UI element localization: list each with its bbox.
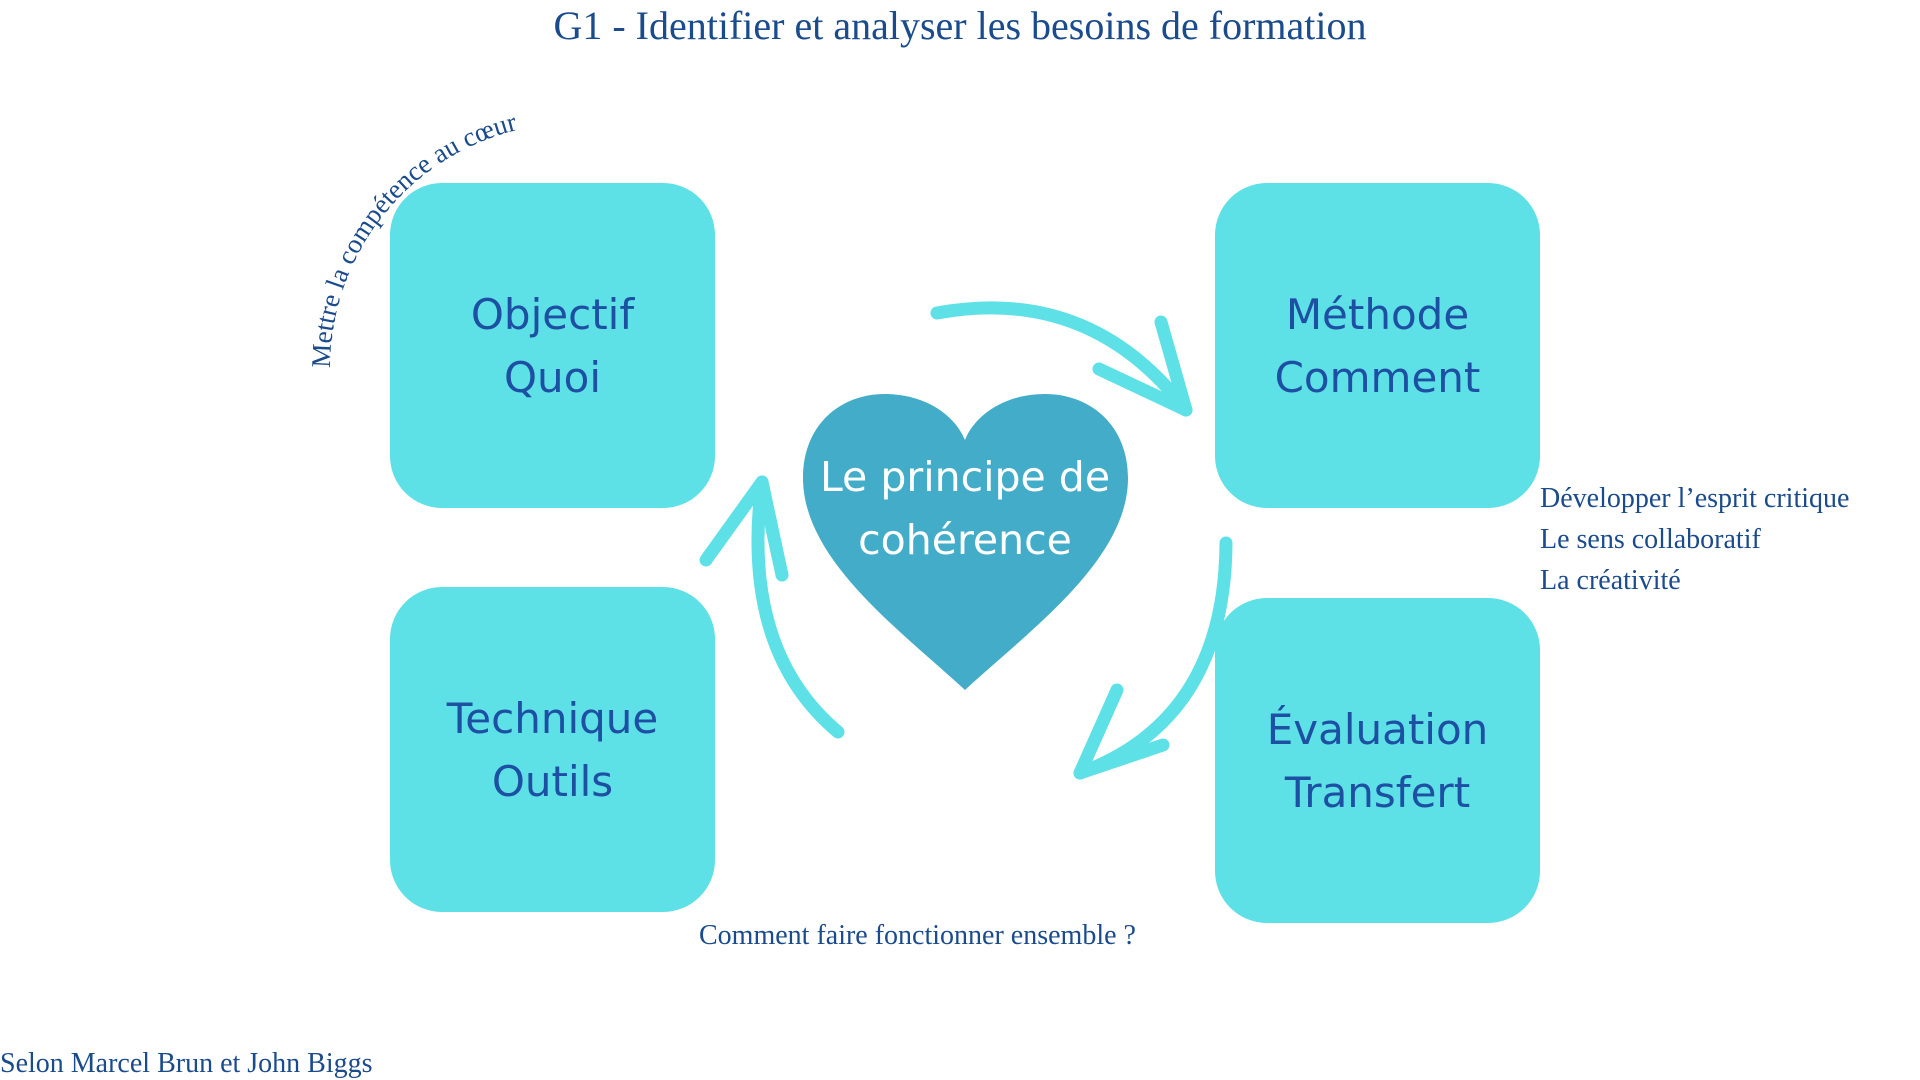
box-label: Technique bbox=[446, 693, 659, 743]
heart-line-1: Le principe de bbox=[819, 453, 1111, 501]
box-methode: Méthode Comment bbox=[1215, 183, 1540, 508]
diagram-title: G1 - Identifier et analyser les besoins … bbox=[553, 3, 1367, 48]
side-note: Le sens collaboratif bbox=[1540, 524, 1761, 555]
bottom-question: Comment faire fonctionner ensemble ? bbox=[699, 920, 1136, 951]
box-evaluation: Évaluation Transfert bbox=[1215, 598, 1540, 923]
heart-line-2: cohérence bbox=[858, 516, 1072, 564]
arrow-left-up bbox=[751, 475, 845, 739]
box-objectif: Objectif Quoi bbox=[390, 183, 715, 508]
credit: Selon Marcel Brun et John Biggs bbox=[0, 1048, 373, 1079]
box-technique: Technique Outils bbox=[390, 587, 715, 912]
arrowhead-left-up bbox=[699, 475, 789, 582]
box-sublabel: Outils bbox=[491, 756, 614, 806]
box-sublabel: Transfert bbox=[1284, 767, 1471, 817]
arrowhead-top-right bbox=[1092, 315, 1193, 417]
arrowhead-right-down bbox=[1073, 683, 1170, 780]
heart-label: Le principe de cohérence bbox=[790, 446, 1140, 572]
box-label: Évaluation bbox=[1266, 704, 1489, 754]
arrow-top-right bbox=[930, 301, 1193, 417]
box-label: Méthode bbox=[1285, 289, 1470, 339]
side-notes: Développer l’esprit critique Le sens col… bbox=[1540, 478, 1849, 601]
box-sublabel: Comment bbox=[1274, 352, 1481, 402]
box-sublabel: Quoi bbox=[503, 352, 602, 402]
side-note: La créativité bbox=[1540, 565, 1681, 596]
heart-shape bbox=[803, 394, 1128, 690]
side-note: Développer l’esprit critique bbox=[1540, 483, 1850, 514]
box-label: Objectif bbox=[470, 289, 635, 339]
